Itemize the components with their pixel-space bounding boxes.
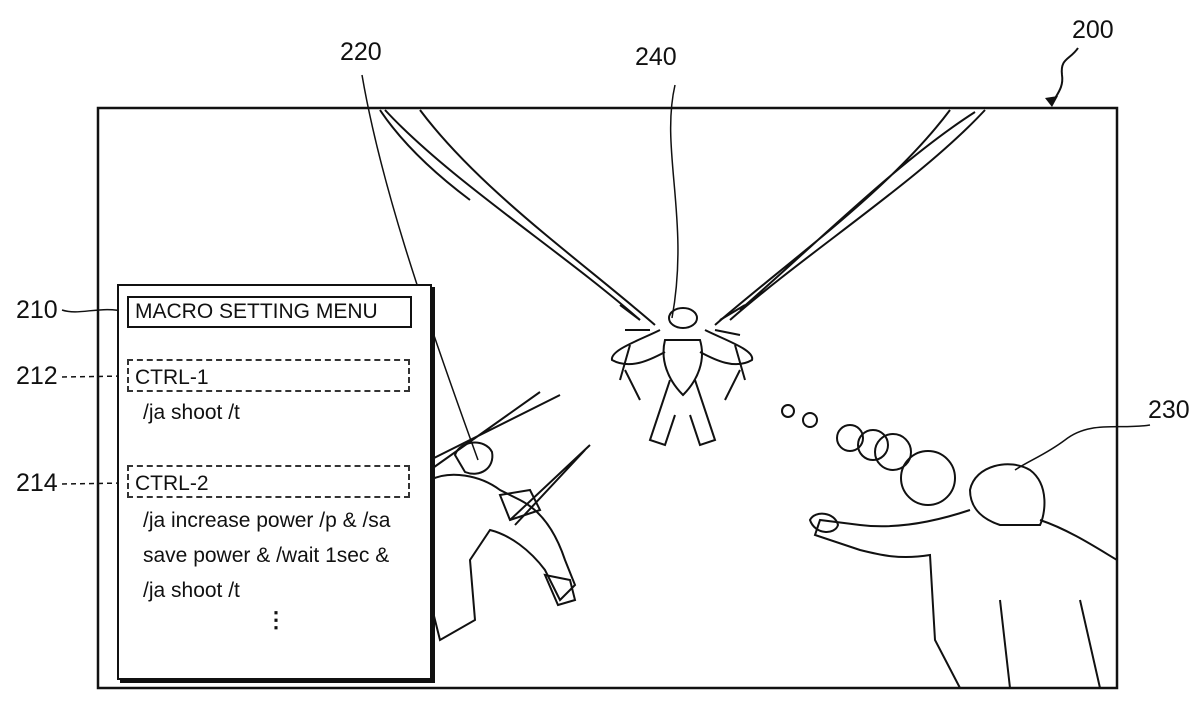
ref-230: 230 — [1148, 396, 1190, 425]
macro-key-ctrl-1[interactable]: CTRL-1 — [127, 359, 410, 392]
macro-key-ctrl-2[interactable]: CTRL-2 — [127, 465, 410, 498]
macro-1-line: /ja shoot /t — [143, 401, 240, 425]
macro-setting-menu: MACRO SETTING MENU CTRL-1 /ja shoot /t C… — [117, 284, 432, 680]
ref-214: 214 — [16, 469, 58, 498]
ref-212: 212 — [16, 362, 58, 391]
leader-200 — [1052, 48, 1078, 104]
menu-title: MACRO SETTING MENU — [127, 296, 412, 328]
more-items-ellipsis: ⋮ — [265, 612, 287, 628]
ref-240: 240 — [635, 43, 677, 72]
macro-2-line: /ja increase power /p & /sa — [143, 509, 390, 533]
ref-210: 210 — [16, 296, 58, 325]
player-character-220 — [430, 392, 590, 640]
ref-220: 220 — [340, 38, 382, 67]
magic-projectile — [782, 405, 955, 505]
macro-2-line: /ja shoot /t — [143, 579, 240, 603]
monster-240 — [380, 110, 985, 445]
ref-200: 200 — [1072, 16, 1114, 45]
macro-2-line: save power & /wait 1sec & — [143, 544, 389, 568]
leader-230 — [1015, 425, 1150, 470]
leader-240 — [671, 85, 678, 318]
other-character-230 — [810, 464, 1117, 688]
